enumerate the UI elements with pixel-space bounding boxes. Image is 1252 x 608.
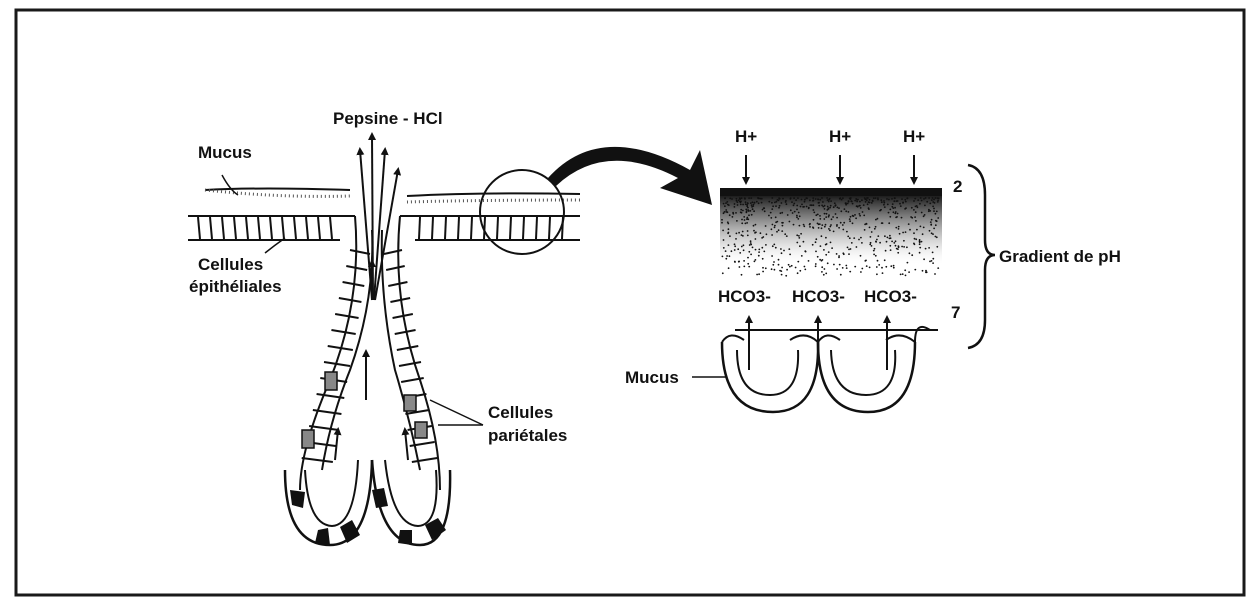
label-cellules: Cellules xyxy=(198,255,263,274)
ion-h-plus: H+ xyxy=(735,127,757,146)
ph-value-top: 2 xyxy=(953,177,962,196)
ph-value-bottom: 7 xyxy=(951,303,960,322)
ion-hco3: HCO3- xyxy=(792,287,845,306)
h-plus-labels: H+ H+ H+ xyxy=(735,127,925,146)
label-mucus-right: Mucus xyxy=(625,368,679,387)
label-pepsine-hcl: Pepsine - HCl xyxy=(333,109,443,128)
ion-hco3: HCO3- xyxy=(718,287,771,306)
figure-frame xyxy=(16,10,1244,595)
label-parietales: pariétales xyxy=(488,426,567,445)
ion-h-plus: H+ xyxy=(903,127,925,146)
label-gradient-ph: Gradient de pH xyxy=(999,247,1121,266)
gastric-pit-drawing xyxy=(188,135,580,545)
label-cellules-2: Cellules xyxy=(488,403,553,422)
ion-h-plus: H+ xyxy=(829,127,851,146)
ph-brace-icon xyxy=(968,165,995,348)
ion-hco3: HCO3- xyxy=(864,287,917,306)
label-epitheliales: épithéliales xyxy=(189,277,282,296)
magnified-mucus-layer xyxy=(692,155,995,412)
label-mucus-top: Mucus xyxy=(198,143,252,162)
magnify-arrow-icon xyxy=(548,147,712,205)
bicarbonate-labels: HCO3- HCO3- HCO3- xyxy=(718,287,917,306)
